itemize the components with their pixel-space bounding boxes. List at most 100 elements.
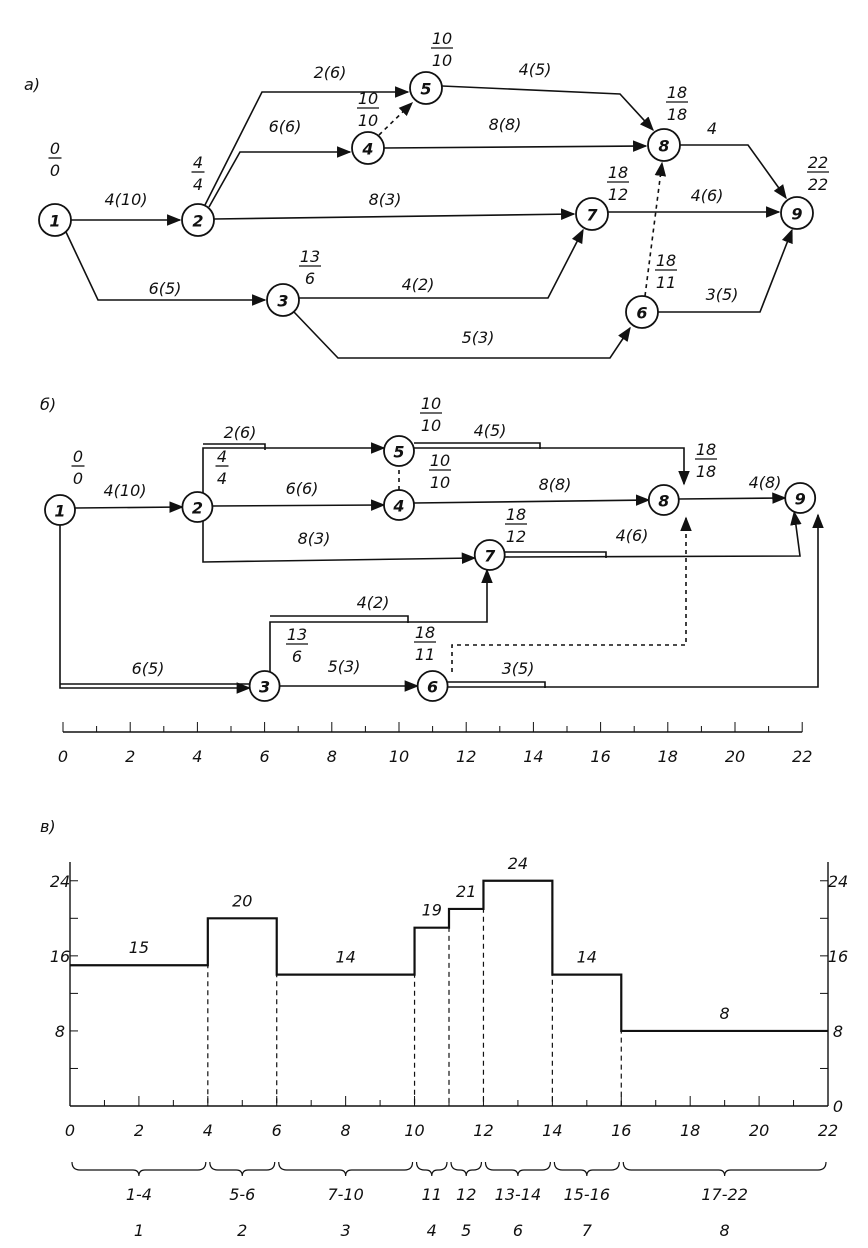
interval-range-4: 12	[456, 1185, 476, 1204]
edge-a-5-8	[441, 85, 654, 132]
x-label-8: 8	[341, 1121, 351, 1140]
edge-b-4-8-label: 8(8)	[539, 475, 572, 494]
edge-b-2-4-label: 6(6)	[286, 479, 319, 498]
node-a-3-times-top: 13	[300, 247, 320, 266]
edge-b-2-7	[202, 521, 477, 564]
y-label-left-24: 24	[50, 872, 70, 891]
node-a-2-times: 44	[191, 153, 205, 194]
edge-b-5-8-float	[414, 442, 541, 449]
edge-a-8-9-label: 4	[707, 119, 717, 138]
edge-b-8-9	[678, 492, 787, 504]
edge-a-2-5	[204, 86, 410, 206]
node-a-7-times-top: 18	[608, 163, 628, 182]
edge-a-1-3	[65, 231, 267, 306]
interval-number-1: 2	[237, 1221, 247, 1240]
edge-b-2-4	[212, 499, 386, 511]
interval-range-3: 11	[422, 1185, 442, 1204]
edge-b-6-9-label: 3(5)	[502, 659, 535, 678]
svg-text:1: 1	[49, 212, 60, 231]
interval-number-6: 7	[582, 1221, 593, 1240]
y-label-right-16: 16	[828, 947, 848, 966]
node-a-1-times-bottom: 0	[50, 161, 60, 180]
edge-b-1-3	[59, 525, 252, 694]
interval-number-3: 4	[427, 1221, 437, 1240]
node-b-3-times-bottom: 6	[292, 647, 302, 666]
segment-value-2: 14	[335, 948, 355, 967]
edge-b-5-8-label: 4(5)	[474, 421, 507, 440]
time-scale-label-22: 22	[792, 747, 812, 766]
segment-value-0: 15	[129, 938, 149, 957]
edge-a-8-9	[680, 144, 787, 200]
y-label-right-8: 8	[833, 1022, 843, 1041]
time-scale-label-20: 20	[725, 747, 745, 766]
node-a-2-times-bottom: 4	[193, 175, 203, 194]
node-b-8: 8	[647, 484, 680, 516]
x-label-20: 20	[749, 1121, 769, 1140]
panel-a-label: а)	[24, 75, 40, 94]
node-a-5-times-bottom: 10	[432, 51, 452, 70]
interval-range-2: 7-10	[327, 1185, 363, 1204]
edge-b-5-8	[414, 447, 690, 486]
node-b-6-times-bottom: 11	[415, 645, 435, 664]
node-b-4-times-top: 10	[430, 451, 450, 470]
node-b-8-times-top: 18	[696, 440, 716, 459]
time-scale-label-16: 16	[590, 747, 610, 766]
node-a-3-times: 136	[299, 247, 321, 288]
node-b-2-times: 44	[215, 447, 229, 488]
node-a-7: 7	[575, 197, 609, 231]
edge-b-3-7-label: 4(2)	[357, 593, 390, 612]
node-a-3: 3	[266, 283, 300, 317]
node-b-2-times-top: 4	[217, 447, 227, 466]
edge-b-2-5-label: 2(6)	[224, 423, 257, 442]
svg-text:7: 7	[484, 547, 496, 566]
node-b-7-times-top: 18	[506, 505, 526, 524]
svg-text:2: 2	[192, 212, 203, 231]
time-scale-label-6: 6	[260, 747, 270, 766]
edge-b-1-3-label: 6(5)	[132, 659, 165, 678]
svg-text:4: 4	[361, 140, 373, 159]
panel-a: а) 4(10)6(5)2(6)6(6)8(3)8(8)4(5)4(2)5(3)…	[24, 29, 829, 359]
edge-a-2-4	[208, 146, 352, 208]
edge-a-5-8-label: 4(5)	[519, 60, 552, 79]
edge-a-4-8	[383, 140, 648, 152]
time-scale-label-14: 14	[523, 747, 543, 766]
node-a-6: 6	[625, 295, 659, 329]
node-b-5-times-top: 10	[421, 394, 441, 413]
node-b-6-times-top: 18	[415, 623, 435, 642]
node-b-5-times-bottom: 10	[421, 416, 441, 435]
node-b-1-times-top: 0	[73, 447, 83, 466]
segment-value-5: 24	[508, 854, 528, 873]
node-a-9: 9	[780, 196, 814, 230]
y-label-left-16: 16	[50, 947, 70, 966]
node-b-4-times-bottom: 10	[430, 473, 450, 492]
time-scale-label-2: 2	[125, 747, 135, 766]
svg-text:4: 4	[392, 497, 404, 516]
panel-b: б) 4(10)2(6)4(5)6(6)8(8)4(8)8(3)4(6)4(2)…	[40, 394, 824, 766]
edge-b-4-8	[413, 494, 651, 506]
x-label-18: 18	[680, 1121, 700, 1140]
x-label-22: 22	[818, 1121, 838, 1140]
segment-value-1: 20	[232, 891, 252, 910]
segment-value-4: 21	[456, 882, 476, 901]
node-b-1-times-bottom: 0	[73, 469, 83, 488]
edge-a-4-8-label: 8(8)	[489, 115, 522, 134]
node-a-9-times-bottom: 22	[808, 175, 828, 194]
edge-b-7-9	[504, 510, 802, 558]
time-scale-label-4: 4	[192, 747, 202, 766]
node-b-8-times-bottom: 18	[696, 462, 716, 481]
x-label-12: 12	[473, 1121, 493, 1140]
node-a-5-times-top: 10	[432, 29, 452, 48]
edge-a-3-7	[299, 228, 584, 299]
edge-a-2-4-label: 6(6)	[269, 117, 302, 136]
node-b-7: 7	[473, 539, 506, 571]
node-a-1-times: 00	[48, 139, 62, 180]
svg-text:6: 6	[427, 678, 438, 697]
